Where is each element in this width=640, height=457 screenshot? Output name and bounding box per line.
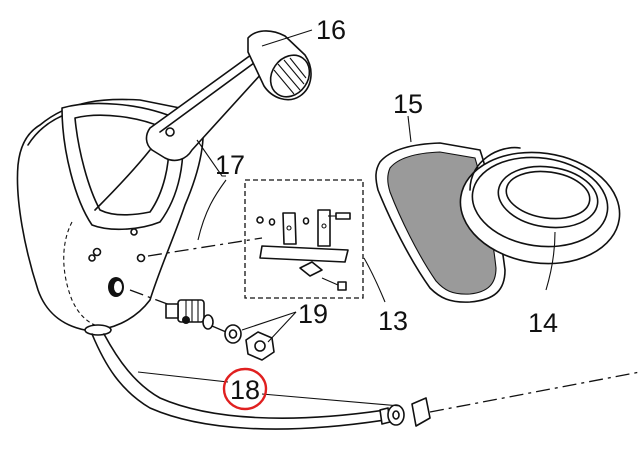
filter-cover [459,146,621,265]
callout-14: 14 [528,308,558,338]
callout-18-highlight-ring [222,367,268,411]
lever-arm [94,30,312,211]
leader-lines [137,29,556,407]
callout-13: 13 [378,306,408,336]
drain-hose [91,333,640,430]
callout-18: 18 [230,375,260,405]
hardware-kit-box [147,179,364,299]
callout-19: 19 [298,299,328,329]
switch-assembly [129,289,275,361]
callout-17: 17 [215,150,245,180]
callout-15: 15 [393,89,423,119]
callout-16: 16 [316,15,346,45]
